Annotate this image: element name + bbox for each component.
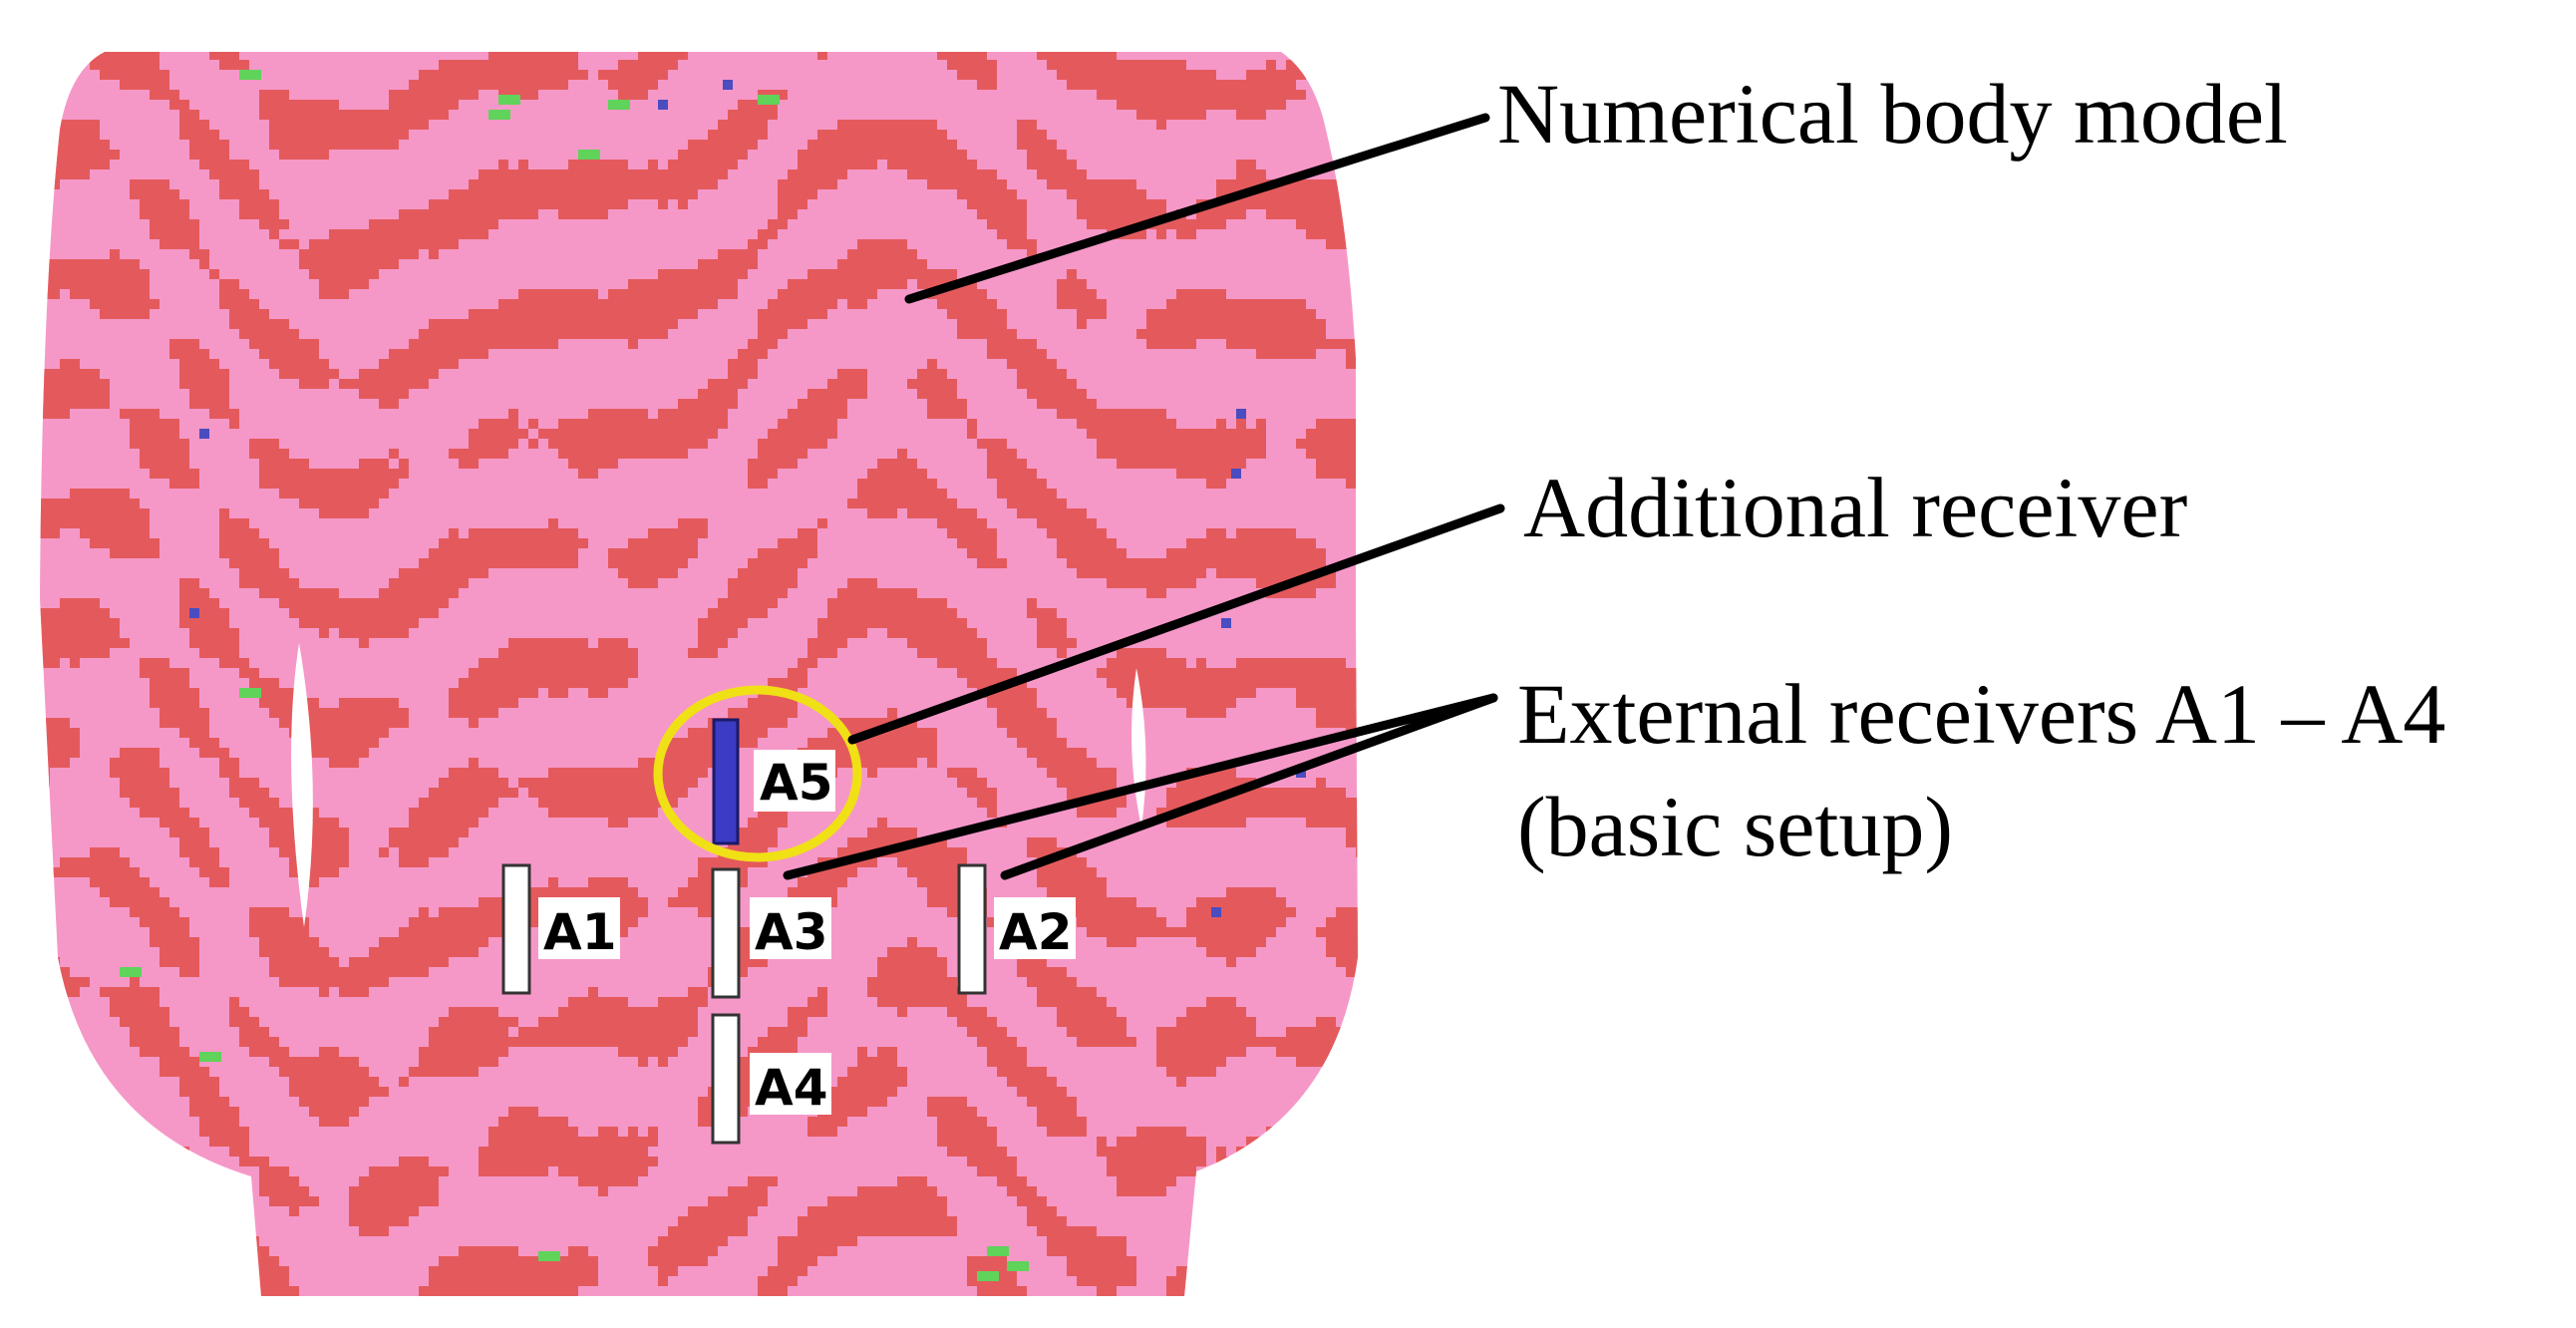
additional-receiver-highlight-ring <box>653 685 862 862</box>
receiver-a3-label-bg <box>750 897 831 959</box>
tissue-speckle-17 <box>987 1246 1009 1256</box>
numerical-body-model <box>40 52 1358 1296</box>
receiver-a2-label-bg <box>994 897 1076 959</box>
callouts: Numerical body model Additional receiver… <box>1497 66 2445 874</box>
receiver-a1-label: A1 <box>543 903 617 961</box>
receiver-a2-label: A2 <box>999 903 1073 961</box>
tissue-speckle-18 <box>1007 1261 1029 1271</box>
tissue-speckle-15 <box>199 1052 221 1062</box>
receiver-a1-label-bg <box>538 897 620 959</box>
receiver-a4-label-bg <box>750 1053 831 1115</box>
tissue-speckle-13 <box>1296 768 1306 778</box>
receiver-a5-label-bg <box>754 750 835 812</box>
tissue-speckle-1 <box>498 95 520 105</box>
tissue-speckle-2 <box>608 100 630 110</box>
tissue-speckle-10 <box>199 429 209 439</box>
receiver-a2 <box>957 863 987 995</box>
receiver-a5 <box>712 718 740 845</box>
tissue-speckle-11 <box>1221 618 1231 628</box>
callout-body-model: Numerical body model <box>1497 66 2288 162</box>
leader-line-receiver-a3 <box>783 693 1498 880</box>
tissue-speckle-12 <box>239 688 261 698</box>
tissue-speckle-9 <box>1231 469 1241 479</box>
leader-line-additional-receiver <box>847 503 1505 745</box>
receiver-a5-label: A5 <box>760 754 833 812</box>
leader-line-body-model <box>904 113 1490 304</box>
tissue-speckle-3 <box>658 100 668 110</box>
callout-additional-receiver: Additional receiver <box>1523 460 2187 555</box>
tissue-speckle-8 <box>1236 409 1246 419</box>
receiver-a1 <box>501 863 531 995</box>
tissue-speckle-0 <box>239 70 261 80</box>
receivers: A1 A2 A3 A4 A5 <box>501 685 1076 1145</box>
callout-external-receivers: External receivers A1 – A4 <box>1517 666 2445 762</box>
receiver-a4-label: A4 <box>755 1059 828 1117</box>
tissue-speckle-19 <box>977 1271 999 1281</box>
receiver-a4 <box>711 1013 741 1145</box>
tissue-speckle-5 <box>578 150 600 160</box>
tissue-speckle-4 <box>758 95 780 105</box>
callout-basic-setup: (basic setup) <box>1517 779 1953 874</box>
left-lung-void <box>291 643 313 927</box>
tissue-speckle-20 <box>1211 907 1221 917</box>
tissue-speckle-16 <box>538 1251 560 1261</box>
tissue-dark-voxels <box>40 52 1358 1296</box>
tissue-speckle-6 <box>488 110 510 120</box>
tissue-speckle-21 <box>189 608 199 618</box>
tissue-speckle-7 <box>723 80 733 90</box>
leader-lines <box>783 113 1505 880</box>
tissue-voxel-pattern <box>40 52 1358 1296</box>
leader-line-receiver-a2 <box>1000 693 1498 880</box>
receiver-a3-label: A3 <box>755 903 828 961</box>
tissue-speckle-14 <box>120 967 142 977</box>
receiver-a3 <box>711 867 741 999</box>
